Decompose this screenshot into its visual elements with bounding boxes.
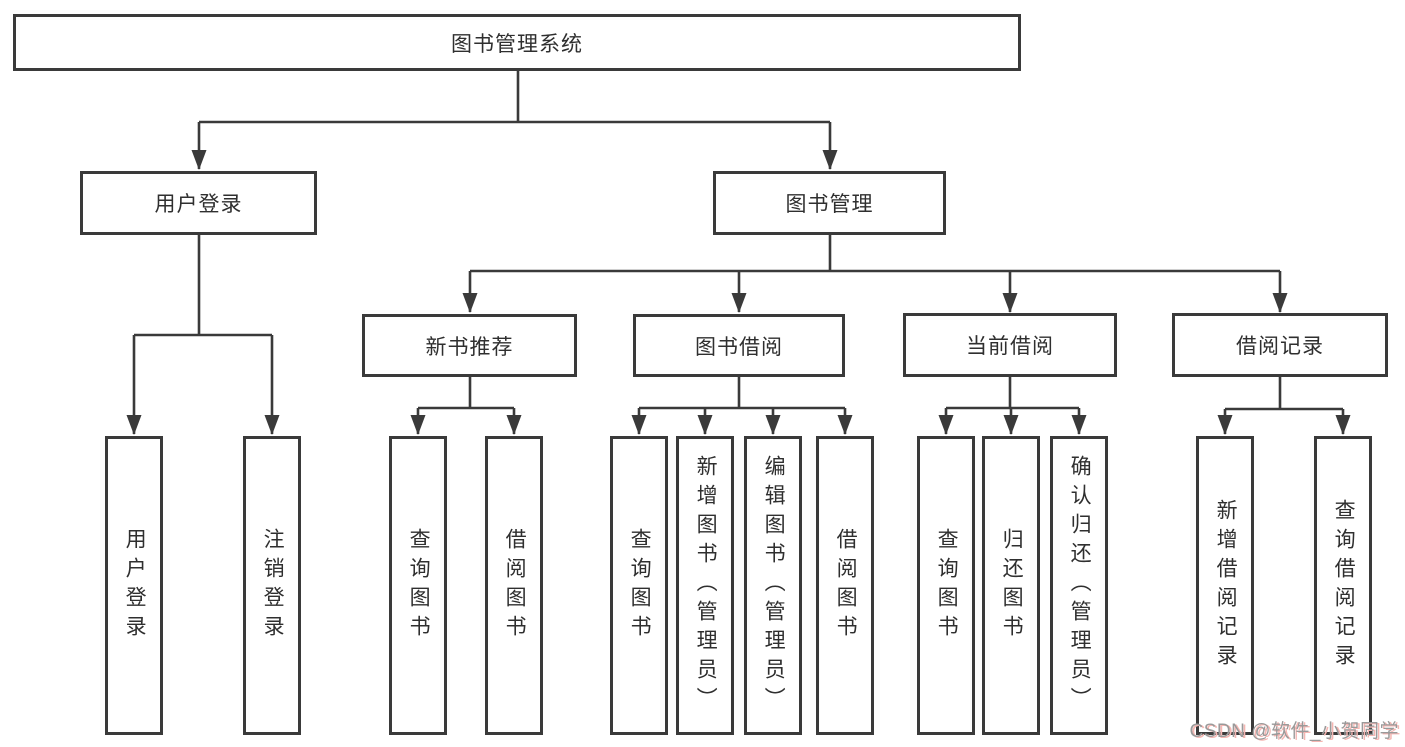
leaf-user-login-label: 用户登录 bbox=[123, 527, 147, 644]
leaf-borrow-book-1: 借阅图书 bbox=[485, 436, 543, 735]
csdn-watermark: CSDN @软件_小贺同学 bbox=[1189, 721, 1399, 742]
leaf-query-borrow-record-label: 查询借阅记录 bbox=[1332, 498, 1356, 673]
leaf-edit-book-admin-label: 编辑图书（管理员） bbox=[762, 455, 786, 716]
node-book-borrow: 图书借阅 bbox=[633, 314, 845, 377]
node-current-borrow-label: 当前借阅 bbox=[966, 335, 1054, 358]
node-book-management-label: 图书管理 bbox=[785, 193, 874, 216]
node-root-label: 图书管理系统 bbox=[451, 32, 583, 56]
leaf-user-login: 用户登录 bbox=[105, 436, 163, 735]
node-book-management: 图书管理 bbox=[713, 171, 946, 235]
node-new-book-recommend: 新书推荐 bbox=[362, 314, 577, 377]
leaf-logout: 注销登录 bbox=[243, 436, 301, 735]
node-user-login-label: 用户登录 bbox=[154, 193, 243, 216]
leaf-confirm-return-admin-label: 确认归还（管理员） bbox=[1068, 455, 1092, 716]
leaf-borrow-book-1-label: 借阅图书 bbox=[503, 527, 527, 644]
leaf-query-book-3: 查询图书 bbox=[917, 436, 975, 735]
node-borrow-record: 借阅记录 bbox=[1172, 313, 1388, 377]
leaf-query-book-3-label: 查询图书 bbox=[935, 527, 959, 644]
leaf-query-book-2-label: 查询图书 bbox=[628, 527, 652, 644]
leaf-add-borrow-record: 新增借阅记录 bbox=[1196, 436, 1254, 735]
leaf-return-book-label: 归还图书 bbox=[1000, 527, 1024, 644]
leaf-add-book-admin: 新增图书（管理员） bbox=[676, 436, 734, 735]
node-user-login: 用户登录 bbox=[80, 171, 317, 235]
leaf-add-borrow-record-label: 新增借阅记录 bbox=[1214, 498, 1238, 673]
node-book-borrow-label: 图书借阅 bbox=[695, 335, 783, 359]
leaf-query-book-1: 查询图书 bbox=[389, 436, 447, 735]
leaf-query-book-2: 查询图书 bbox=[610, 436, 668, 735]
leaf-query-book-1-label: 查询图书 bbox=[407, 527, 431, 644]
node-borrow-record-label: 借阅记录 bbox=[1236, 335, 1324, 358]
leaf-add-book-admin-label: 新增图书（管理员） bbox=[694, 455, 718, 716]
leaf-confirm-return-admin: 确认归还（管理员） bbox=[1050, 436, 1108, 735]
leaf-return-book: 归还图书 bbox=[982, 436, 1040, 735]
leaf-borrow-book-2: 借阅图书 bbox=[816, 436, 874, 735]
leaf-borrow-book-2-label: 借阅图书 bbox=[834, 527, 858, 644]
node-new-book-recommend-label: 新书推荐 bbox=[425, 335, 514, 359]
leaf-logout-label: 注销登录 bbox=[261, 527, 285, 644]
leaf-query-borrow-record: 查询借阅记录 bbox=[1314, 436, 1372, 735]
leaf-edit-book-admin: 编辑图书（管理员） bbox=[744, 436, 802, 735]
node-root: 图书管理系统 bbox=[13, 14, 1021, 71]
node-current-borrow: 当前借阅 bbox=[903, 313, 1117, 377]
